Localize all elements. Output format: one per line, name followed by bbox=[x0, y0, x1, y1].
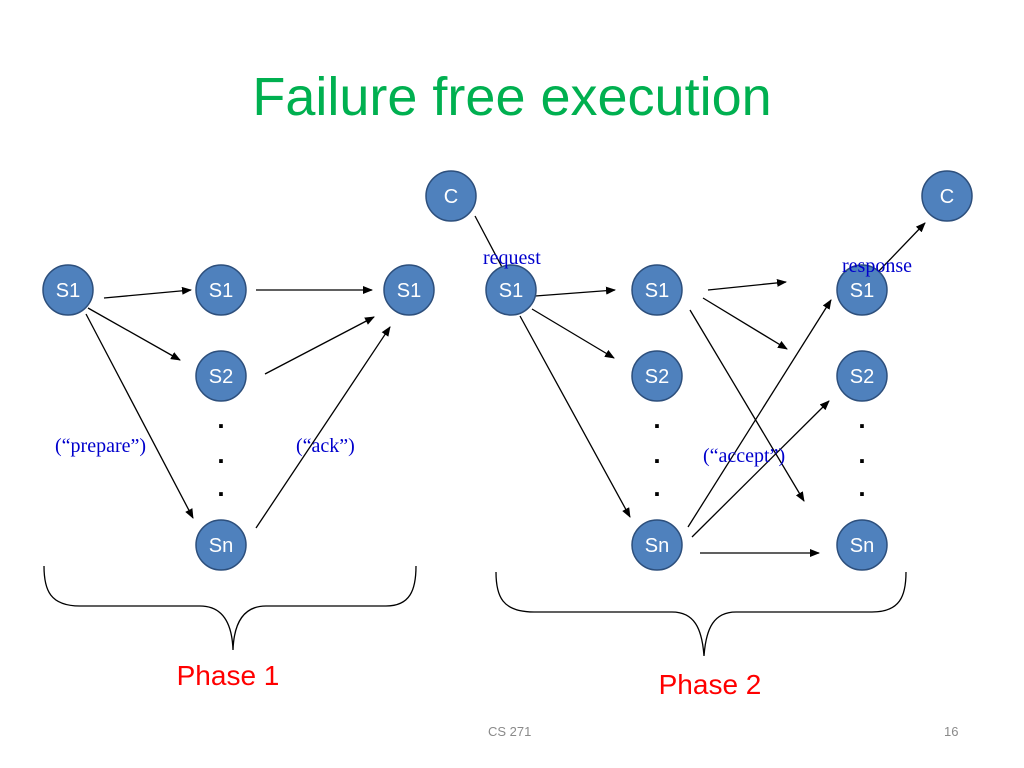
footer-page-number: 16 bbox=[944, 724, 959, 739]
node-label: S1 bbox=[56, 280, 80, 302]
node-label: S2 bbox=[645, 366, 669, 388]
vertical-ellipsis-middle: . . . bbox=[653, 404, 660, 502]
node-p2-sn-destination: Sn bbox=[836, 519, 888, 571]
vertical-ellipsis: . . . bbox=[217, 404, 224, 502]
phase2-label: Phase 2 bbox=[659, 669, 762, 700]
node-label: S1 bbox=[499, 280, 523, 302]
node-circle bbox=[195, 264, 247, 316]
node-p2-s1-middle: S1 bbox=[631, 264, 683, 316]
node-label: S1 bbox=[209, 280, 233, 302]
ellipsis-dot: . bbox=[858, 472, 865, 502]
node-p2-sn-middle: Sn bbox=[631, 519, 683, 571]
ellipsis-dot: . bbox=[858, 404, 865, 434]
ellipsis-dot: . bbox=[653, 439, 660, 469]
node-circle bbox=[836, 350, 888, 402]
node-p2-s2-destination: S2 bbox=[836, 350, 888, 402]
node-p2-s2-middle: S2 bbox=[631, 350, 683, 402]
node-circle bbox=[836, 264, 888, 316]
arrow-snmid-accept-s2 bbox=[691, 400, 830, 538]
phase1-label: Phase 1 bbox=[177, 660, 280, 691]
arrow-s1mid-accept-sn bbox=[689, 309, 805, 502]
node-p2-client-top: C bbox=[425, 170, 477, 222]
slide-title: Failure free execution bbox=[252, 67, 772, 127]
label-response: response bbox=[842, 255, 912, 277]
label-accept: (“accept”) bbox=[703, 445, 785, 467]
node-circle bbox=[631, 519, 683, 571]
node-p2-s1-source: S1 bbox=[485, 264, 537, 316]
label-request: request bbox=[483, 247, 541, 269]
node-p1-s1-destination: S1 bbox=[383, 264, 435, 316]
node-label: S1 bbox=[397, 280, 421, 302]
ellipsis-dot: . bbox=[217, 439, 224, 469]
arrow-s2-to-s1-ack bbox=[264, 316, 375, 375]
node-circle bbox=[383, 264, 435, 316]
phase1-arrows bbox=[85, 286, 391, 529]
arrow-s1-to-s2-p2 bbox=[531, 308, 615, 359]
node-circle bbox=[921, 170, 973, 222]
node-circle bbox=[425, 170, 477, 222]
footer-course: CS 271 bbox=[488, 724, 532, 739]
ellipsis-dot: . bbox=[217, 472, 224, 502]
arrow-sn-to-s1-ack bbox=[255, 326, 391, 529]
node-label: Sn bbox=[645, 535, 669, 557]
node-p1-s2-middle: S2 bbox=[195, 350, 247, 402]
node-p2-s1-destination: S1 bbox=[836, 264, 888, 316]
node-label: C bbox=[940, 186, 954, 208]
arrow-s1mid-accept-s1 bbox=[707, 278, 787, 291]
node-label: S2 bbox=[209, 366, 233, 388]
node-p1-sn-middle: Sn bbox=[195, 519, 247, 571]
node-p1-s1-middle: S1 bbox=[195, 264, 247, 316]
ellipsis-dot: . bbox=[653, 404, 660, 434]
ellipsis-dot: . bbox=[858, 439, 865, 469]
node-label: Sn bbox=[209, 535, 233, 557]
node-label: Sn bbox=[850, 535, 874, 557]
node-label: S1 bbox=[850, 280, 874, 302]
node-circle bbox=[195, 519, 247, 571]
phase-labels: Phase 1 Phase 2 bbox=[177, 660, 762, 700]
arrow-s1-to-sn-p2 bbox=[519, 315, 631, 518]
node-label: S1 bbox=[645, 280, 669, 302]
node-p2-client-response: C bbox=[921, 170, 973, 222]
vertical-ellipsis-destination: . . . bbox=[858, 404, 865, 502]
arrow-s1-to-s2-prepare bbox=[87, 307, 181, 361]
node-circle bbox=[631, 350, 683, 402]
message-labels: (“prepare”) (“ack”) request (“accept”) r… bbox=[55, 247, 912, 467]
node-circle bbox=[631, 264, 683, 316]
arrow-s1-to-s1-prepare bbox=[103, 286, 192, 299]
ellipsis-dot: . bbox=[217, 404, 224, 434]
arrow-snmid-accept-s1 bbox=[687, 299, 832, 528]
arrow-s1-to-c-response bbox=[877, 222, 926, 273]
label-prepare: (“prepare”) bbox=[55, 435, 146, 457]
node-label: C bbox=[444, 186, 458, 208]
ellipsis-dot: . bbox=[653, 472, 660, 502]
arrow-s1-to-sn-prepare bbox=[85, 313, 194, 519]
label-ack: (“ack”) bbox=[296, 435, 355, 457]
phase2-arrows bbox=[474, 215, 926, 557]
node-p1-s1-source: S1 bbox=[42, 264, 94, 316]
phase1-brace bbox=[43, 565, 417, 651]
arrow-s1mid-accept-s2 bbox=[702, 297, 788, 350]
node-circle bbox=[485, 264, 537, 316]
node-circle bbox=[195, 350, 247, 402]
arrow-c-to-s1-request bbox=[474, 215, 504, 270]
node-circle bbox=[42, 264, 94, 316]
node-label: S2 bbox=[850, 366, 874, 388]
phase2-nodes: C S1 S1 S2 Sn C S1 S2 bbox=[425, 170, 973, 571]
phase-braces bbox=[43, 565, 907, 657]
arrow-s1-to-s1-prepare-p2 bbox=[521, 286, 616, 298]
phase2-brace bbox=[495, 571, 907, 657]
node-circle bbox=[836, 519, 888, 571]
phase1-nodes: S1 S1 S2 Sn S1 . . . bbox=[42, 264, 435, 571]
